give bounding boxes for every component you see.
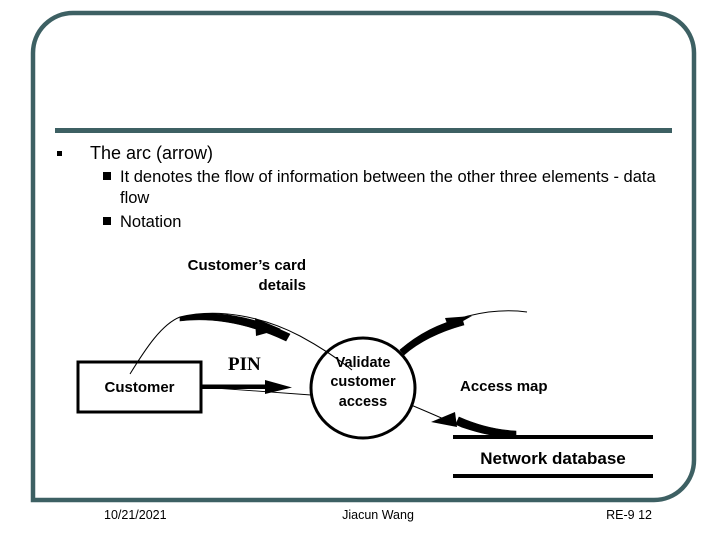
- node-label-validate-customer-access: Validate customer access: [330, 355, 396, 410]
- square-bullet-icon: [103, 172, 111, 181]
- bullet-level2-label: Notation: [120, 212, 182, 231]
- square-bullet-icon: [103, 216, 111, 225]
- flow-label-pin: PIN: [228, 354, 261, 375]
- flow-arrow-pin: [200, 380, 312, 396]
- bullet-item-level1: The arc (arrow): [52, 142, 662, 165]
- body-text-block: The arc (arrow) It denotes the flow of i…: [52, 142, 662, 233]
- footer-date: 10/21/2021: [104, 508, 167, 522]
- bullet-level2-label: It denotes the flow of information betwe…: [120, 168, 656, 208]
- flow-arrow-output: [399, 310, 528, 356]
- node-label-customer: Customer: [104, 379, 175, 396]
- bullet-item-level2-notation: Notation: [52, 212, 662, 233]
- flow-label-card-details: Customer’s card details: [187, 257, 306, 294]
- bullet-item-level2-flow: It denotes the flow of information betwe…: [52, 167, 662, 210]
- node-label-network-database: Network database: [480, 449, 626, 468]
- square-bullet-icon: [57, 151, 62, 156]
- footer-author: Jiacun Wang: [342, 508, 414, 522]
- flow-arrow-access-map: [410, 404, 517, 438]
- footer-page-number: RE-9 12: [606, 508, 652, 522]
- title-divider: [55, 128, 672, 133]
- flow-label-access-map: Access map: [460, 378, 548, 395]
- bullet-level1-label: The arc (arrow): [90, 143, 214, 163]
